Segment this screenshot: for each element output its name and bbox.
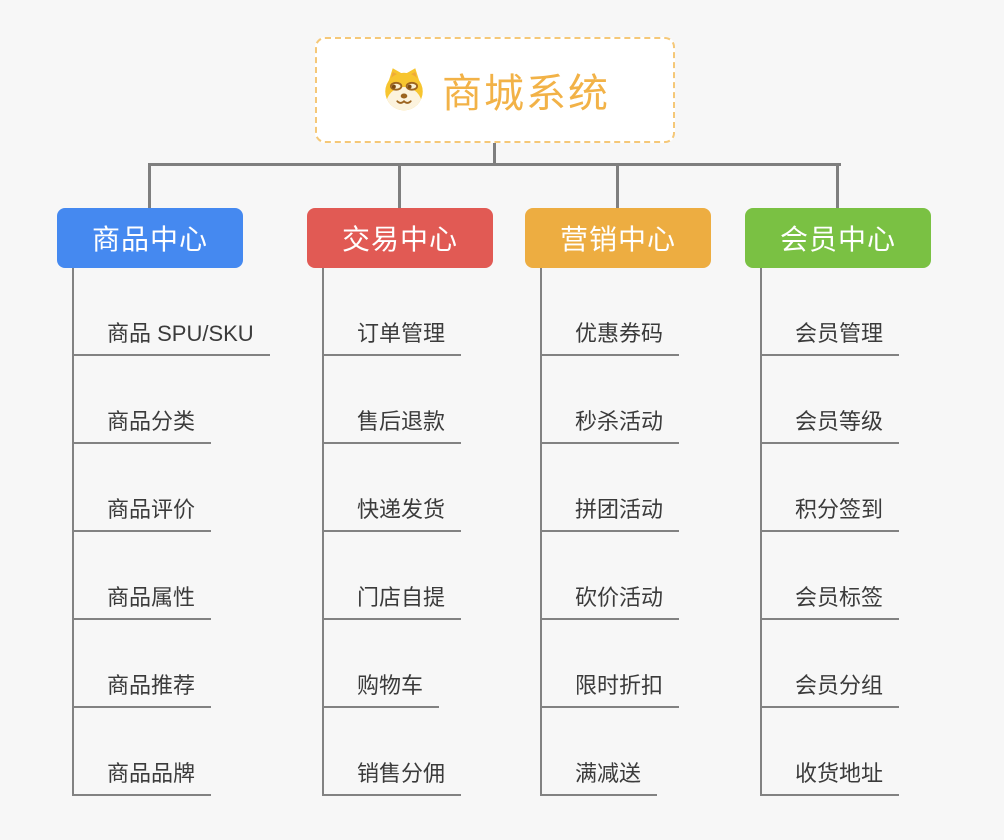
child-topic-label: 会员标签 (762, 580, 900, 620)
child-topic[interactable]: 限时折扣 (542, 620, 680, 708)
branch-header-label: 商品中心 (91, 224, 208, 255)
child-topic-label: 销售分佣 (324, 756, 462, 796)
child-topic-label: 积分签到 (762, 492, 900, 532)
child-topic-label: 商品属性 (74, 580, 212, 620)
child-topic[interactable]: 商品品牌 (74, 708, 270, 796)
child-topic-label: 会员分组 (762, 668, 900, 708)
branch-header[interactable]: 交易中心 (307, 208, 493, 268)
dog-face-icon (380, 66, 428, 114)
child-topic-label: 限时折扣 (542, 668, 680, 708)
child-topic[interactable]: 会员等级 (762, 356, 900, 444)
child-topic[interactable]: 会员管理 (762, 268, 900, 356)
branch-header-label: 会员中心 (779, 224, 896, 255)
child-topic[interactable]: 秒杀活动 (542, 356, 680, 444)
child-topic-label: 商品评价 (74, 492, 212, 532)
child-topic[interactable]: 优惠券码 (542, 268, 680, 356)
child-topic-label: 门店自提 (324, 580, 462, 620)
child-topic-label: 砍价活动 (542, 580, 680, 620)
connector-branch-drop (148, 166, 151, 208)
branch-children: 商品 SPU/SKU 商品分类 商品评价 商品属性 商品推荐 商品品牌 (72, 268, 270, 796)
connector-root-stub (493, 143, 496, 163)
branch-header[interactable]: 会员中心 (745, 208, 931, 268)
child-topic-label: 拼团活动 (542, 492, 680, 532)
child-topic-label: 会员等级 (762, 404, 900, 444)
child-topic-label: 售后退款 (324, 404, 462, 444)
child-topic[interactable]: 售后退款 (324, 356, 462, 444)
child-topic[interactable]: 商品属性 (74, 532, 270, 620)
child-topic[interactable]: 会员标签 (762, 532, 900, 620)
child-topic[interactable]: 快递发货 (324, 444, 462, 532)
branch-2: 交易中心 订单管理 售后退款 快递发货 门店自提 购物车 销售分佣 (307, 166, 557, 796)
child-topic[interactable]: 商品 SPU/SKU (74, 268, 270, 356)
child-topic[interactable]: 销售分佣 (324, 708, 462, 796)
child-topic-label: 商品 SPU/SKU (74, 316, 270, 356)
connector-branch-drop (616, 166, 619, 208)
branch-children: 会员管理 会员等级 积分签到 会员标签 会员分组 收货地址 (760, 268, 900, 796)
child-topic[interactable]: 会员分组 (762, 620, 900, 708)
connector-branch-drop (836, 166, 839, 208)
branch-header[interactable]: 商品中心 (57, 208, 243, 268)
child-topic[interactable]: 商品评价 (74, 444, 270, 532)
child-topic[interactable]: 砍价活动 (542, 532, 680, 620)
branch-header-label: 营销中心 (559, 224, 676, 255)
connector-branch-drop (398, 166, 401, 208)
child-topic[interactable]: 门店自提 (324, 532, 462, 620)
child-topic[interactable]: 商品推荐 (74, 620, 270, 708)
child-topic[interactable]: 商品分类 (74, 356, 270, 444)
child-topic[interactable]: 收货地址 (762, 708, 900, 796)
child-topic-label: 会员管理 (762, 316, 900, 356)
root-title: 商城系统 (442, 72, 610, 116)
connector-horizontal-line (148, 163, 841, 166)
branch-header-label: 交易中心 (341, 224, 458, 255)
child-topic-label: 收货地址 (762, 756, 900, 796)
child-topic-label: 商品推荐 (74, 668, 212, 708)
child-topic-label: 订单管理 (324, 316, 462, 356)
child-topic-label: 满减送 (542, 756, 658, 796)
branch-header[interactable]: 营销中心 (525, 208, 711, 268)
child-topic[interactable]: 拼团活动 (542, 444, 680, 532)
child-topic[interactable]: 满减送 (542, 708, 679, 796)
child-topic-label: 优惠券码 (542, 316, 680, 356)
branch-children: 优惠券码 秒杀活动 拼团活动 砍价活动 限时折扣 满减送 (540, 268, 680, 796)
branch-4: 会员中心 会员管理 会员等级 积分签到 会员标签 会员分组 收货地址 (745, 166, 995, 796)
child-topic[interactable]: 订单管理 (324, 268, 462, 356)
child-topic-label: 商品分类 (74, 404, 212, 444)
child-topic-label: 快递发货 (324, 492, 462, 532)
child-topic-label: 商品品牌 (74, 756, 212, 796)
child-topic[interactable]: 积分签到 (762, 444, 900, 532)
branch-children: 订单管理 售后退款 快递发货 门店自提 购物车 销售分佣 (322, 268, 462, 796)
branch-1: 商品中心 商品 SPU/SKU 商品分类 商品评价 商品属性 商品推荐 商品品牌 (57, 166, 307, 796)
branch-3: 营销中心 优惠券码 秒杀活动 拼团活动 砍价活动 限时折扣 满减送 (525, 166, 775, 796)
child-topic[interactable]: 购物车 (324, 620, 461, 708)
child-topic-label: 购物车 (324, 668, 440, 708)
root-node[interactable]: 商城系统 (315, 37, 675, 143)
child-topic-label: 秒杀活动 (542, 404, 680, 444)
